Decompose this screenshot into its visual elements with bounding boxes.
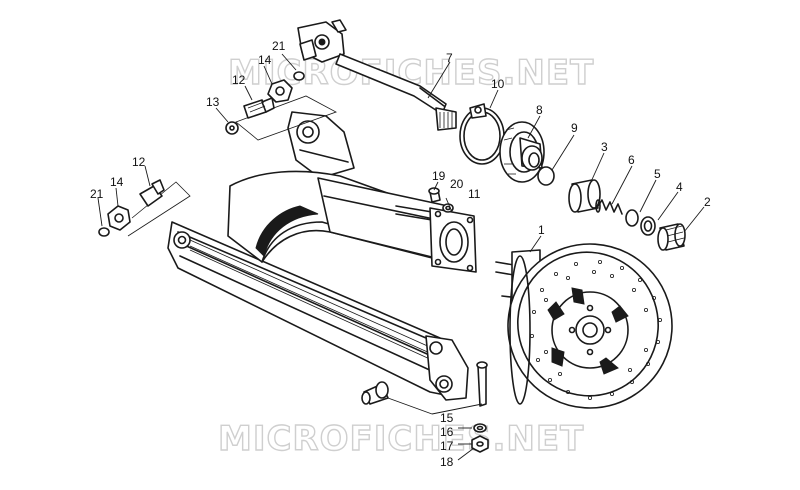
bolt-16 — [476, 361, 488, 407]
callout-11: 11 — [468, 187, 481, 201]
pivot-pin-15 — [361, 381, 389, 405]
callout-21-upper: 21 — [272, 39, 286, 53]
callout-13: 13 — [206, 95, 220, 109]
wheel-hub — [495, 243, 673, 409]
swingarm — [167, 111, 477, 401]
seal-ring — [537, 166, 555, 186]
washer-17 — [473, 423, 487, 433]
callout-labels: 1 2 3 4 5 6 7 8 9 10 11 12 12 13 14 14 1… — [90, 39, 711, 469]
spring — [595, 199, 623, 215]
callout-14-upper: 14 — [258, 53, 272, 67]
callout-8: 8 — [536, 103, 543, 117]
upper-fitting-group — [225, 71, 337, 141]
callout-18: 18 — [440, 455, 454, 469]
o-ring — [625, 209, 639, 227]
callout-1: 1 — [538, 223, 545, 237]
callout-15: 15 — [440, 411, 454, 425]
drive-shaft — [297, 19, 457, 131]
leader-lines — [97, 53, 705, 461]
callout-12-upper: 12 — [232, 73, 246, 87]
callout-6: 6 — [628, 153, 635, 167]
hose-clamp — [459, 103, 505, 165]
callout-3: 3 — [601, 140, 608, 154]
callout-21-left: 21 — [90, 187, 104, 201]
stud-19 — [428, 187, 441, 203]
bearing-housing — [499, 121, 545, 183]
callout-19: 19 — [432, 169, 446, 183]
callout-9: 9 — [571, 121, 578, 135]
left-fitting-group — [98, 179, 191, 237]
callout-16: 16 — [440, 425, 454, 439]
callout-2: 2 — [704, 195, 711, 209]
callout-17: 17 — [440, 439, 454, 453]
callout-14-left: 14 — [110, 175, 124, 189]
callout-7: 7 — [446, 51, 453, 65]
callout-4: 4 — [676, 180, 683, 194]
callout-20: 20 — [450, 177, 464, 191]
splined-coupling — [657, 223, 686, 251]
nut-18 — [471, 435, 489, 453]
watermark-bottom: MICROFICHES.NET — [218, 419, 584, 459]
callout-10: 10 — [491, 77, 505, 91]
callout-12-left: 12 — [132, 155, 146, 169]
bearing-sleeve — [568, 179, 601, 213]
callout-5: 5 — [654, 167, 661, 181]
ring — [640, 216, 656, 236]
